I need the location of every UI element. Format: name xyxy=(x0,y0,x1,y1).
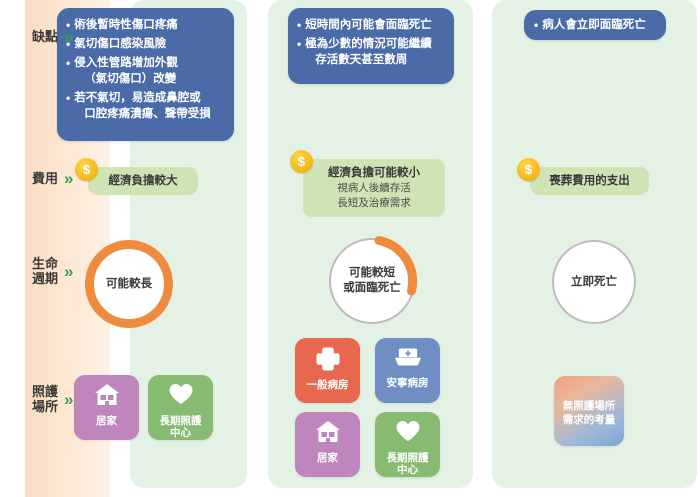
drawback-item: • 氣切傷口感染風險 xyxy=(66,36,225,52)
row-label-lifecycle-text: 生命週期 xyxy=(31,256,58,286)
bullet-icon: • xyxy=(66,91,71,105)
drawback-text: 若不氣切，易造成鼻腔或 口腔疼痛潰瘍、聲帶受損 xyxy=(74,90,225,122)
place-card-label-line2: 中心 xyxy=(397,464,418,476)
drawback-item: • 病人會立即面臨死亡 xyxy=(534,17,646,33)
lifecycle-text-line2: 或面臨死亡 xyxy=(343,282,401,294)
coin-dollar-icon: $ xyxy=(290,150,313,173)
place-card-label-line1: 長期照護 xyxy=(159,415,202,427)
bullet-icon: • xyxy=(297,37,302,51)
place-card-label: 長期照護 中心 xyxy=(387,452,429,476)
drawback-text: 病人會立即面臨死亡 xyxy=(542,19,646,31)
heart-icon xyxy=(394,419,422,449)
drawback-text: 術後暫時性傷口疼痛 xyxy=(74,19,178,31)
place-card-label: 安寧病房 xyxy=(386,377,429,389)
lifecycle-text: 立即死亡 xyxy=(571,275,617,288)
place-card-home-col1: 居家 xyxy=(74,375,139,440)
row-label-care-place: 照護場所 » xyxy=(30,368,108,430)
place-card-hospice-col2: 安寧病房 xyxy=(375,338,440,403)
place-card-home-col2: 居家 xyxy=(295,412,360,477)
cost-text: 經濟負擔可能較小 xyxy=(328,167,420,179)
chevron-double-right-icon: » xyxy=(64,26,74,46)
place-card-label-line2: 需求的考量 xyxy=(562,413,616,426)
place-card-label-line1: 無照護場所 xyxy=(562,399,616,412)
bullet-icon: • xyxy=(66,18,71,32)
chevron-double-right-icon: » xyxy=(64,261,74,281)
row-label-drawbacks-text: 缺點 xyxy=(31,28,58,44)
house-icon xyxy=(314,419,342,449)
place-card-label: 一般病房 xyxy=(306,379,349,391)
drawback-text: 侵入性管路增加外觀 （氣切傷口）改變 xyxy=(74,55,225,87)
row-label-lifecycle: 生命週期 » xyxy=(30,240,108,302)
cross-icon xyxy=(314,345,342,376)
drawback-line-1: 若不氣切，易造成鼻腔或 xyxy=(74,92,201,104)
lifecycle-text: 可能較長 xyxy=(106,277,152,290)
lifecycle-text: 可能較短 或面臨死亡 xyxy=(343,266,401,296)
cost-box-col2: 經濟負擔可能較小 視病人後續存活 長短及治療需求 xyxy=(303,159,445,217)
drawback-item: • 術後暫時性傷口疼痛 xyxy=(66,17,225,33)
drawback-item: • 若不氣切，易造成鼻腔或 口腔疼痛潰瘍、聲帶受損 xyxy=(66,90,225,122)
cost-box-col1: 經濟負擔較大 xyxy=(88,167,198,195)
cost-text: 喪葬費用的支出 xyxy=(549,175,630,187)
row-label-care-place-text: 照護場所 xyxy=(31,384,58,414)
coin-dollar-icon: $ xyxy=(75,158,98,181)
bullet-icon: • xyxy=(297,18,302,32)
chevron-double-right-icon: » xyxy=(64,168,74,188)
place-card-label-line1: 長期照護 xyxy=(386,452,429,464)
drawback-line-1: 侵入性管路增加外觀 xyxy=(74,57,178,69)
lifecycle-arc-icon xyxy=(374,236,418,296)
house-icon xyxy=(93,382,121,412)
drawback-text: 極為少數的情況可能繼續 存活數天甚至數周 xyxy=(305,36,445,68)
bullet-icon: • xyxy=(534,18,539,32)
drawback-item: • 短時間內可能會面臨死亡 xyxy=(297,17,445,33)
row-label-cost-text: 費用 xyxy=(31,170,58,186)
cost-subtext-line2: 長短及治療需求 xyxy=(337,197,411,209)
place-card-label: 無照護場所 需求的考量 xyxy=(563,399,616,427)
drawback-text: 短時間內可能會面臨死亡 xyxy=(305,19,432,31)
row-label-drawbacks: 缺點 » xyxy=(30,8,108,64)
place-card-ward-col2: 一般病房 xyxy=(295,338,360,403)
place-card-none-col3: 無照護場所 需求的考量 xyxy=(554,376,624,446)
coin-dollar-icon: $ xyxy=(517,158,540,181)
place-card-label: 居家 xyxy=(317,452,338,464)
drawbacks-box-col3: • 病人會立即面臨死亡 xyxy=(524,10,666,40)
drawback-item: • 侵入性管路增加外觀 （氣切傷口）改變 xyxy=(66,55,225,87)
drawbacks-box-col2: • 短時間內可能會面臨死亡 • 極為少數的情況可能繼續 存活數天甚至數周 xyxy=(288,8,454,84)
row-label-cost: 費用 » xyxy=(30,155,108,201)
cost-text: 經濟負擔較大 xyxy=(108,175,178,187)
chevron-double-right-icon: » xyxy=(64,389,74,409)
place-card-label-line2: 中心 xyxy=(170,427,191,439)
lifecycle-circle-col1: 可能較長 xyxy=(85,240,173,328)
bullet-icon: • xyxy=(66,56,71,70)
bullet-icon: • xyxy=(66,37,71,51)
place-card-ltc-col1: 長期照護 中心 xyxy=(148,375,213,440)
drawback-item: • 極為少數的情況可能繼續 存活數天甚至數周 xyxy=(297,36,445,68)
lifecycle-text-line1: 可能較短 xyxy=(349,267,395,279)
drawback-line-2: 口腔疼痛潰瘍、聲帶受損 xyxy=(84,108,211,120)
cost-box-col3: 喪葬費用的支出 xyxy=(530,167,649,195)
place-card-label: 長期照護 中心 xyxy=(160,415,202,439)
drawbacks-box-col1: • 術後暫時性傷口疼痛 • 氣切傷口感染風險 • 侵入性管路增加外觀 （氣切傷口… xyxy=(57,8,234,141)
nurse-cap-icon xyxy=(393,345,423,374)
drawback-line-2: 存活數天甚至數周 xyxy=(315,54,408,66)
drawback-text: 氣切傷口感染風險 xyxy=(74,38,167,50)
drawback-line-1: 極為少數的情況可能繼續 xyxy=(305,38,432,50)
place-card-label: 居家 xyxy=(96,415,117,427)
cost-subtext-line1: 視病人後續存活 xyxy=(337,182,411,194)
drawback-line-2: （氣切傷口）改變 xyxy=(84,73,177,85)
lifecycle-circle-col3: 立即死亡 xyxy=(552,240,636,324)
place-card-ltc-col2: 長期照護 中心 xyxy=(375,412,440,477)
heart-icon xyxy=(167,382,195,412)
